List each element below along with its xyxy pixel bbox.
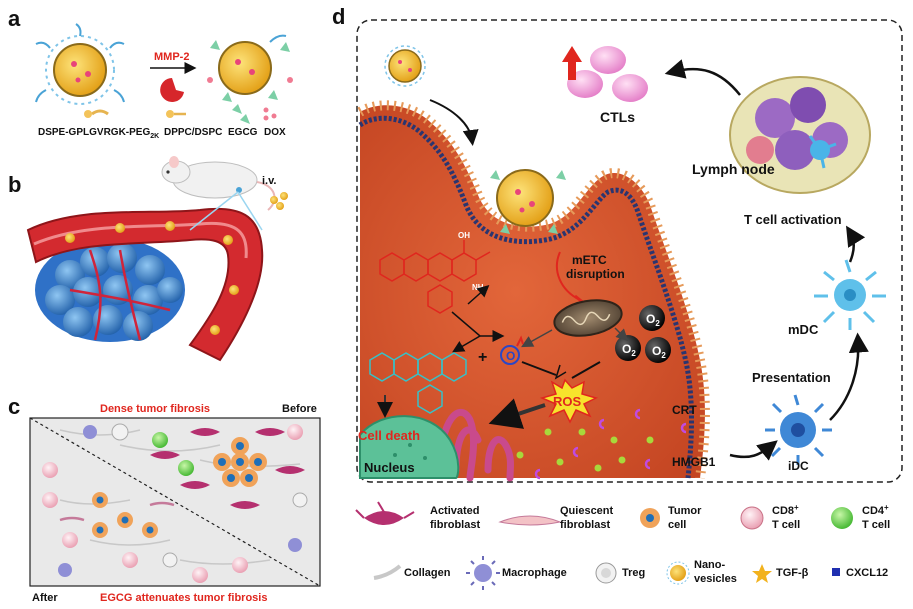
idc-label: iDC bbox=[788, 459, 809, 473]
nucleus-label: Nucleus bbox=[364, 460, 415, 475]
panel-a: a MMP-2 DSPE-GPLGVRGK-PEG2K bbox=[8, 6, 293, 140]
t-cell-activation-label: T cell activation bbox=[744, 212, 842, 227]
svg-text:Collagen: Collagen bbox=[404, 567, 451, 579]
svg-text:CD8+: CD8+ bbox=[772, 503, 799, 517]
superoxide-oxygens: O2 O2 O2 bbox=[615, 305, 671, 363]
svg-text:T cell: T cell bbox=[772, 519, 800, 531]
svg-text:Nano-: Nano- bbox=[694, 559, 726, 571]
ros-label: ROS bbox=[553, 394, 582, 409]
presentation-label: Presentation bbox=[752, 370, 831, 385]
legend-tgfb: TGF-β bbox=[752, 564, 809, 583]
increase-arrow-icon bbox=[562, 46, 582, 80]
cell-death-label: Cell death bbox=[358, 428, 420, 443]
svg-text:O2: O2 bbox=[646, 312, 660, 328]
tumor-cell-body bbox=[357, 100, 710, 479]
damp-molecules bbox=[516, 408, 687, 480]
nucleus bbox=[359, 415, 460, 479]
idc-cell bbox=[765, 394, 832, 465]
lymph-to-ctl-arrow bbox=[664, 59, 741, 96]
svg-text:TGF-β: TGF-β bbox=[776, 567, 809, 579]
tumor-cell-cluster bbox=[213, 437, 267, 487]
uptake-arrow bbox=[429, 99, 479, 146]
after-label: After bbox=[32, 592, 58, 604]
blood-vessel bbox=[26, 207, 264, 362]
svg-text:Activated: Activated bbox=[430, 505, 480, 517]
after-cells bbox=[42, 462, 302, 583]
legend-activated-fibroblast: Activated fibroblast bbox=[355, 501, 480, 531]
lymph-node bbox=[729, 76, 871, 194]
panel-c-letter: c bbox=[8, 394, 20, 419]
legend-cxcl12: CXCL12 bbox=[832, 567, 888, 579]
panel-a-legend: DSPE-GPLGVRGK-PEG2K DPPC/DSPC EGCG DOX bbox=[38, 104, 286, 140]
panel-b-letter: b bbox=[8, 172, 21, 197]
activation-arrow bbox=[846, 225, 866, 263]
legend-dspe-peg: DSPE-GPLGVRGK-PEG2K bbox=[38, 127, 159, 140]
ros-burst bbox=[539, 378, 599, 424]
legend-quiescent-fibroblast: Quiescent fibroblast bbox=[498, 505, 614, 531]
legend-cd8-t-cell: CD8+ T cell bbox=[740, 503, 800, 531]
legend-macrophage: Macrophage bbox=[466, 556, 567, 590]
svg-text:T cell: T cell bbox=[862, 519, 890, 531]
panel-b: b i.v. bbox=[8, 156, 288, 362]
lymph-node-label: Lymph node bbox=[692, 161, 775, 177]
svg-text:CD4+: CD4+ bbox=[862, 503, 889, 517]
mdc-cell bbox=[814, 259, 886, 330]
legend-collagen: Collagen bbox=[373, 564, 451, 580]
svg-text:fibroblast: fibroblast bbox=[430, 519, 480, 531]
dense-fibrosis-title: Dense tumor fibrosis bbox=[100, 403, 210, 415]
endocytosed-nanovesicle bbox=[490, 169, 566, 234]
plus-sign: + bbox=[478, 349, 487, 366]
svg-text:Macrophage: Macrophage bbox=[502, 567, 567, 579]
svg-text:Tumor: Tumor bbox=[668, 505, 702, 517]
svg-text:CXCL12: CXCL12 bbox=[846, 567, 888, 579]
dox-structure-bottom bbox=[369, 352, 467, 414]
legend-nanovesicles: Nano- vesicles bbox=[666, 559, 737, 585]
mmp2-label: MMP-2 bbox=[154, 51, 189, 63]
svg-text:vesicles: vesicles bbox=[694, 573, 737, 585]
dox-structure-top bbox=[379, 240, 491, 314]
metc-label-1: mETC bbox=[572, 253, 607, 267]
cell-legend: Activated fibroblast Quiescent fibroblas… bbox=[355, 501, 890, 590]
legend-treg: Treg bbox=[595, 562, 645, 584]
nanovesicle-cleaved bbox=[207, 34, 293, 102]
svg-text:O2: O2 bbox=[652, 344, 666, 360]
legend-cd4-t-cell: CD4+ T cell bbox=[831, 503, 890, 531]
activated-fibroblasts bbox=[150, 428, 305, 509]
legend-dox: DOX bbox=[264, 127, 286, 138]
damp-to-idc-arrow bbox=[729, 440, 778, 461]
panel-d: d mETC disruption bbox=[332, 4, 903, 483]
mitochondrion-icon bbox=[553, 299, 623, 337]
injection-line bbox=[237, 191, 263, 231]
legend-tumor-cell: Tumor cell bbox=[640, 505, 702, 531]
before-label: Before bbox=[282, 403, 317, 415]
svg-text:fibroblast: fibroblast bbox=[560, 519, 610, 531]
svg-text:Quiescent: Quiescent bbox=[560, 505, 614, 517]
ctls-label: CTLs bbox=[600, 109, 635, 125]
svg-text:O: O bbox=[506, 349, 515, 363]
tumor-mass bbox=[35, 238, 185, 342]
panel-c: c Dense tumor fibrosis Before bbox=[8, 394, 321, 604]
nanovesicle-intact bbox=[35, 23, 125, 105]
oh-label: OH bbox=[458, 231, 470, 240]
legend-egcg: EGCG bbox=[228, 127, 258, 138]
nanovesicle-approach bbox=[384, 45, 426, 87]
hmgb1-label: HMGB1 bbox=[672, 455, 716, 469]
svg-text:O2: O2 bbox=[622, 342, 636, 358]
diagonal-divider bbox=[29, 417, 321, 587]
mdc-label: mDC bbox=[788, 322, 819, 337]
superoxide-icon bbox=[500, 345, 520, 365]
mmp2-enzyme bbox=[160, 78, 184, 102]
panel-d-letter: d bbox=[332, 4, 345, 29]
egcg-attenuates-title: EGCG attenuates tumor fibrosis bbox=[100, 592, 267, 604]
panel-a-letter: a bbox=[8, 6, 21, 31]
mouse-icon bbox=[161, 156, 276, 211]
crt-label: CRT bbox=[672, 403, 697, 417]
legend-dppc-dspc: DPPC/DSPC bbox=[164, 127, 222, 138]
svg-text:cell: cell bbox=[668, 519, 686, 531]
presentation-arrow bbox=[829, 332, 869, 421]
svg-text:Treg: Treg bbox=[622, 567, 645, 579]
metc-label-2: disruption bbox=[566, 267, 625, 281]
iv-label: i.v. bbox=[262, 175, 276, 187]
